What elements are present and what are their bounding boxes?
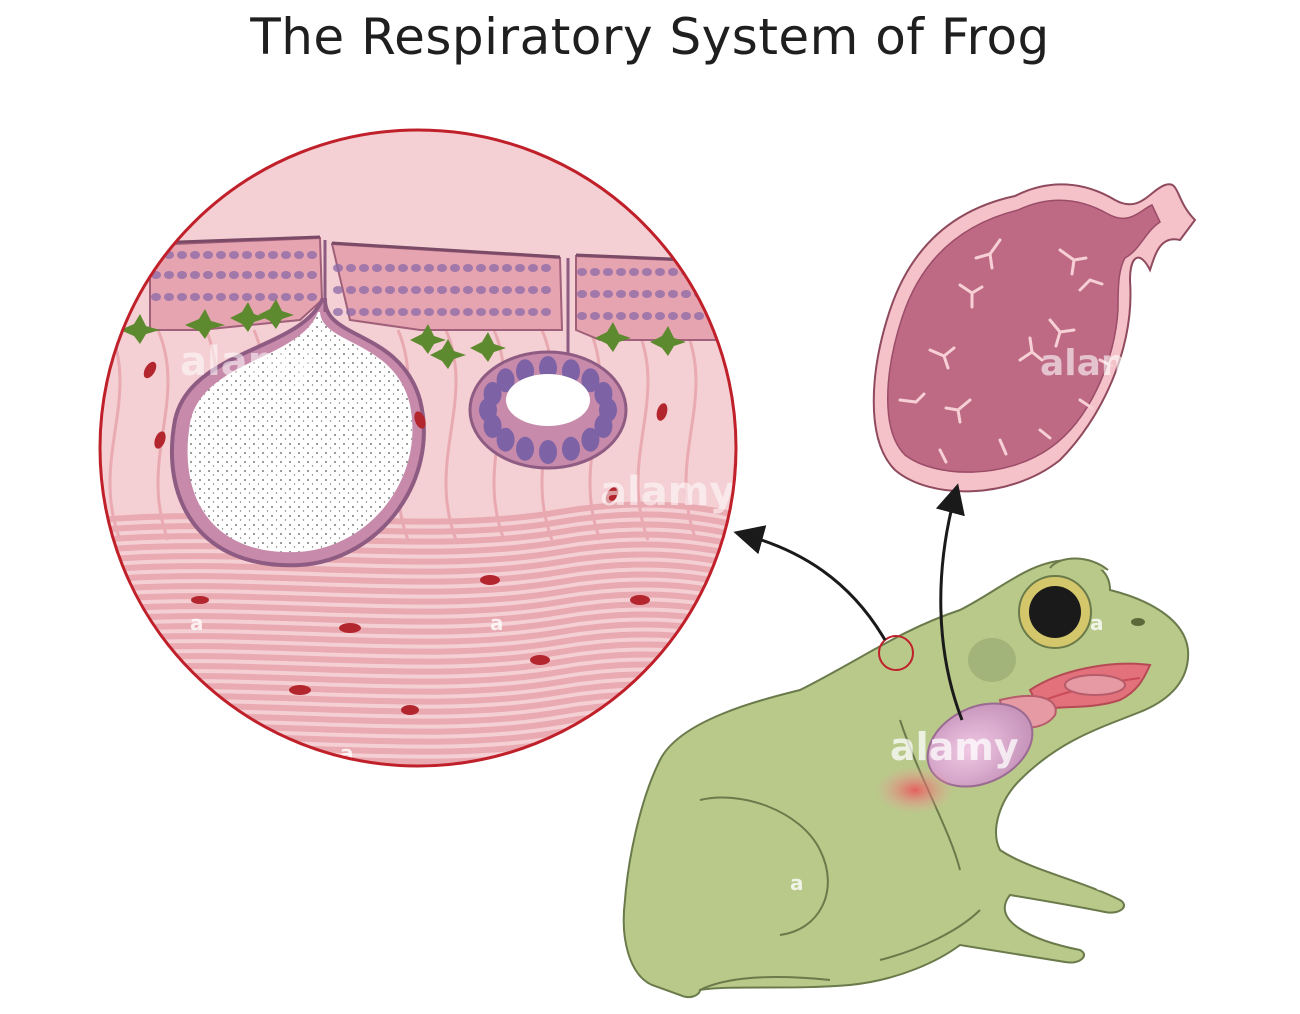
watermark-brand: alamy bbox=[890, 725, 1019, 769]
watermark-brand: alamy bbox=[180, 339, 315, 385]
watermark-mark: a bbox=[790, 871, 804, 895]
watermark-brand: alamy bbox=[600, 469, 735, 515]
diagram-title: The Respiratory System of Frog bbox=[250, 8, 1050, 66]
magnified-tissue-view: a a a alamy alamy bbox=[98, 128, 738, 768]
watermark-mark: a bbox=[190, 611, 204, 635]
epithelium-cells bbox=[151, 251, 717, 320]
watermark-mark: a bbox=[490, 611, 504, 635]
lung-septa bbox=[898, 238, 1114, 464]
frog-illustration: alamy a a a bbox=[622, 557, 1190, 999]
magnifier-outline bbox=[98, 128, 738, 768]
epithelium-layer bbox=[149, 235, 721, 341]
watermark-mark: a bbox=[340, 741, 354, 765]
arrow-to-magnified-view bbox=[733, 525, 887, 641]
pigment-cells bbox=[120, 299, 686, 369]
arrow-to-lung-section bbox=[935, 483, 965, 721]
mucous-gland bbox=[169, 240, 426, 568]
granular-gland bbox=[468, 258, 628, 470]
watermark-mark: a bbox=[1095, 871, 1109, 895]
watermark-mark: a bbox=[1090, 611, 1104, 635]
watermark-brand: alamy bbox=[1040, 343, 1162, 384]
lung-cross-section: alamy bbox=[872, 183, 1197, 493]
blood-cells bbox=[143, 361, 668, 715]
